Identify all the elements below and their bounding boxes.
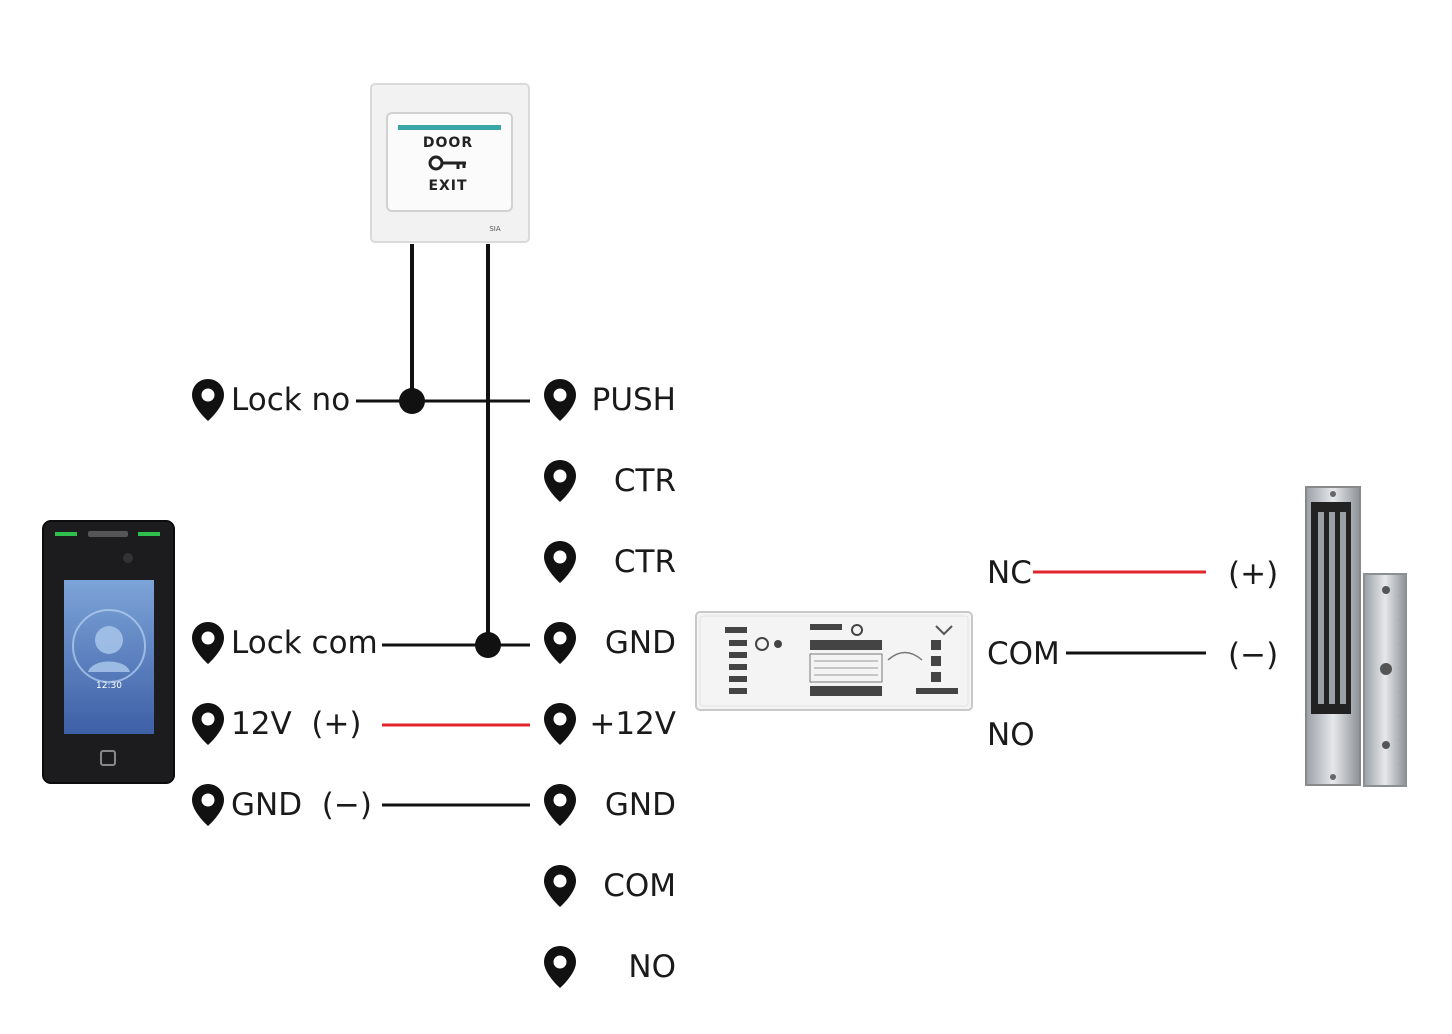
power-terminal-gnd: GND xyxy=(605,625,676,661)
map-pin-icon xyxy=(544,541,576,583)
relay-terminal-nc: NC xyxy=(987,555,1032,591)
map-pin-icon xyxy=(192,622,224,664)
maglock xyxy=(1305,486,1407,787)
relay-terminal-com: COM xyxy=(987,636,1060,672)
map-pin-icon xyxy=(544,865,576,907)
exit-button-top-text: DOOR xyxy=(423,135,473,151)
power-terminal-ctr: CTR xyxy=(614,544,676,580)
exit-button: DOOR EXIT SIA xyxy=(370,83,530,243)
reader-terminal-12v: 12V (+) xyxy=(231,706,362,742)
relay-terminals: NC COM NO xyxy=(987,555,1060,753)
lock-terminals: (+) (−) xyxy=(1228,556,1278,673)
power-terminal-com: COM xyxy=(603,868,676,904)
map-pin-icon xyxy=(544,622,576,664)
reader-device: 12:30 xyxy=(42,520,175,784)
reader-time: 12:30 xyxy=(96,681,122,691)
key-icon xyxy=(428,155,466,171)
map-pin-icon xyxy=(544,946,576,988)
lock-terminal-minus: (−) xyxy=(1228,637,1278,673)
reader-terminals: Lock no Lock com 12V (+) GND (−) xyxy=(192,379,378,826)
lock-terminal-plus: (+) xyxy=(1228,556,1278,592)
power-terminals: PUSH CTR CTR GND +12V GND COM NO xyxy=(544,379,676,988)
reader-terminal-gnd: GND (−) xyxy=(231,787,372,823)
wires xyxy=(356,244,1206,807)
map-pin-icon xyxy=(192,703,224,745)
power-terminal-gnd: GND xyxy=(605,787,676,823)
map-pin-icon xyxy=(544,460,576,502)
power-terminal-ctr: CTR xyxy=(614,463,676,499)
relay-terminal-no: NO xyxy=(987,717,1035,753)
map-pin-icon xyxy=(544,703,576,745)
reader-terminal-lock-com: Lock com xyxy=(231,625,378,661)
power-terminal-push: PUSH xyxy=(592,382,676,418)
exit-button-brand: SIA xyxy=(489,225,501,233)
map-pin-icon xyxy=(192,379,224,421)
map-pin-icon xyxy=(544,379,576,421)
exit-button-bottom-text: EXIT xyxy=(428,178,467,194)
map-pin-icon xyxy=(544,784,576,826)
reader-terminal-lock-no: Lock no xyxy=(231,382,350,418)
power-terminal-no: NO xyxy=(628,949,676,985)
power-supply xyxy=(695,611,973,711)
power-terminal-12v: +12V xyxy=(589,706,676,742)
junction-dot xyxy=(399,388,425,414)
map-pin-icon xyxy=(192,784,224,826)
junction-dot xyxy=(475,632,501,658)
